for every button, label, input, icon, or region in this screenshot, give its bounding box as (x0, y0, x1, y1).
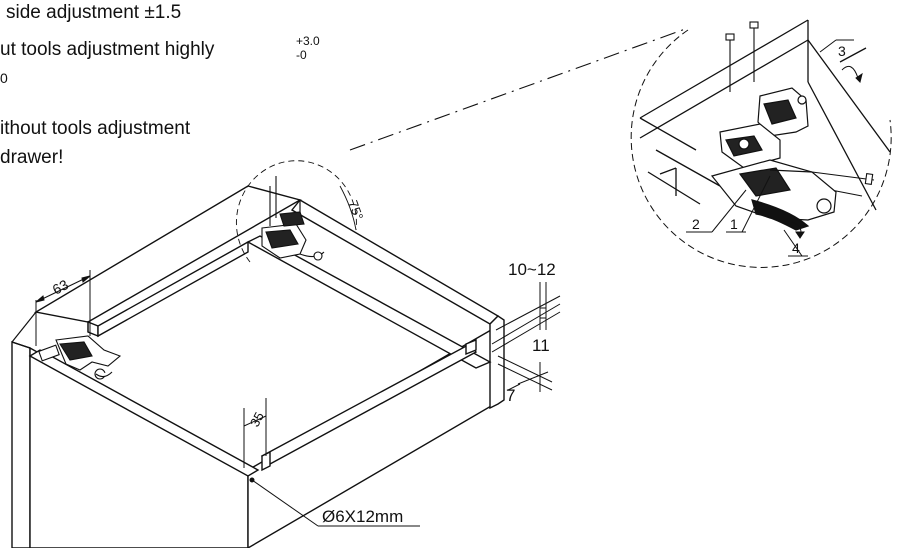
dim-63-label: 63 (50, 276, 71, 298)
drawer-box (11, 185, 505, 548)
dim-side-gap-label: 7 (506, 386, 515, 405)
clip-top (261, 176, 325, 261)
dim-front-lines (491, 282, 561, 392)
left-front-edge (11, 341, 31, 548)
clip-left (38, 335, 122, 380)
note-fragment: 0 (0, 70, 8, 86)
dim-35-lines (243, 398, 267, 468)
detail-circle (630, 29, 892, 268)
note-depth-adjustment: ithout tools adjustment (0, 118, 191, 139)
center-divider-rail (246, 235, 492, 369)
left-inner-rail (97, 240, 249, 338)
note-drawer: drawer! (0, 147, 64, 168)
callout-2: 2 (692, 216, 700, 232)
hinge-detail-circle (236, 160, 357, 263)
dim-side-offset-label: 11 (532, 336, 550, 355)
inner-front-rail (28, 349, 260, 477)
drill-hole-label: Ø6X12mm (322, 507, 403, 526)
callout-3: 3 (838, 43, 846, 59)
note-height-tolerance-minus: -0 (296, 48, 307, 62)
detail-view: 3 2 1 4 (630, 19, 892, 268)
right-side-panel-top (290, 199, 500, 325)
note-height-tolerance-plus: +3.0 (296, 34, 320, 48)
detail-leader-line (349, 27, 689, 151)
rail-stop-front (465, 338, 477, 356)
callout-4: 4 (792, 240, 800, 256)
dim-front-thickness-label: 10~12 (508, 260, 556, 279)
back-panel-top (34, 185, 302, 323)
callout-1: 1 (730, 216, 738, 232)
drill-hole-callout (249, 477, 420, 527)
dim-35-label: 35 (247, 409, 267, 429)
angle-arc (339, 185, 357, 231)
rail-stop-front-left (261, 450, 271, 472)
note-side-adjustment: side adjustment ±1.5 (6, 2, 182, 23)
dim-63-lines (35, 270, 91, 346)
note-height-adjustment: ut tools adjustment highly (0, 39, 215, 60)
dim-angle-label: 75° (345, 198, 366, 222)
